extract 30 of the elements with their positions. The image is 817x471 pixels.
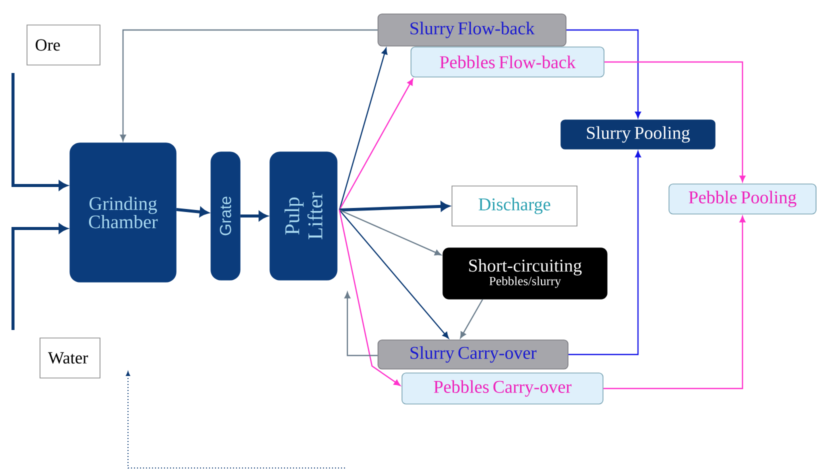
arrow bbox=[344, 292, 378, 356]
arrow bbox=[604, 61, 746, 182]
stream-box: Short-circuiting Pebbles/slurry bbox=[442, 248, 608, 300]
arrow bbox=[120, 29, 378, 142]
arrow bbox=[568, 150, 641, 356]
arrow bbox=[339, 209, 442, 256]
arrow bbox=[338, 210, 449, 339]
arrow bbox=[240, 211, 268, 221]
input-box: Ore bbox=[26, 24, 100, 66]
arrow bbox=[12, 224, 68, 330]
stream-box: Pebbles Carry-over bbox=[402, 372, 604, 404]
pooling-box: Slurry Pooling bbox=[560, 120, 716, 150]
output-box: Discharge bbox=[452, 186, 578, 226]
arrow bbox=[603, 216, 746, 390]
process-box: Pulp Lifter bbox=[270, 152, 338, 280]
arrow bbox=[338, 78, 414, 210]
arrow bbox=[176, 207, 208, 217]
pooling-box: Pebble Pooling bbox=[668, 184, 816, 214]
stream-box: Slurry Flow-back bbox=[378, 14, 566, 46]
input-box: Water bbox=[40, 338, 100, 378]
arrow bbox=[460, 299, 484, 338]
arrow bbox=[12, 73, 68, 190]
arrow bbox=[339, 202, 450, 212]
stream-box: Pebbles Flow-back bbox=[410, 46, 604, 78]
process-box: Grinding Chamber bbox=[70, 142, 176, 282]
stream-box: Slurry Carry-over bbox=[378, 340, 568, 370]
arrow bbox=[566, 29, 641, 118]
grate-bar: Grate bbox=[210, 152, 240, 280]
arrow bbox=[338, 48, 388, 210]
arrow bbox=[338, 210, 400, 386]
